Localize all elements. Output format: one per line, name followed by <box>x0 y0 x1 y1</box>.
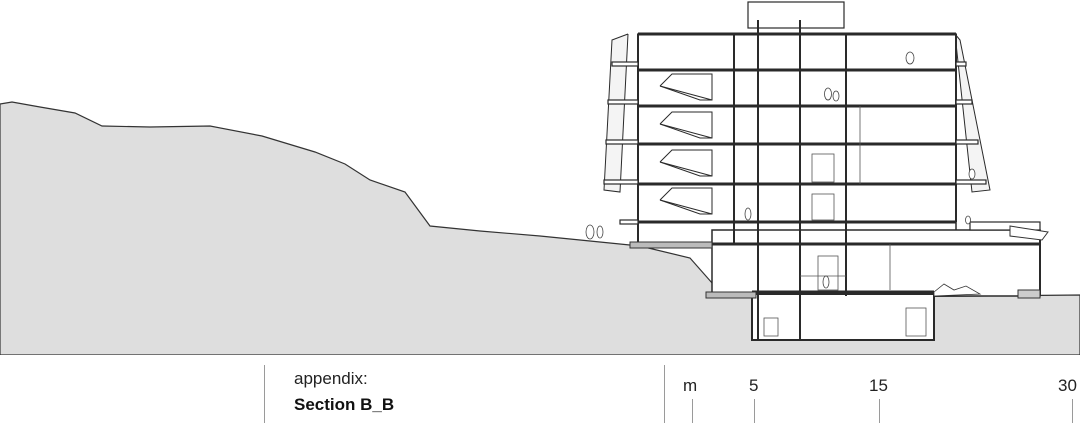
scale-divider-left <box>664 365 665 423</box>
interior-details <box>763 106 927 337</box>
staircase <box>659 73 713 215</box>
basement-lower <box>751 293 935 341</box>
scale-tick-5 <box>754 399 755 423</box>
caption-subtitle: appendix: <box>294 369 368 388</box>
building-body <box>637 33 957 245</box>
basement-upper <box>711 229 1041 297</box>
caption: appendix: Section B_B <box>294 368 394 416</box>
scale-tick-15 <box>879 399 880 423</box>
section-drawing <box>0 1 1080 355</box>
floor-slabs <box>638 32 1040 294</box>
scale-unit-label: m <box>683 376 698 395</box>
penthouse <box>747 1 845 29</box>
canopy <box>1009 225 1049 241</box>
scale-tick-30 <box>1072 399 1073 423</box>
footer: appendix: Section B_B m 5 15 30 <box>0 355 1080 429</box>
building-section <box>585 1 1049 341</box>
balconies-right <box>955 61 1041 231</box>
rubble <box>933 283 982 297</box>
facade-left <box>603 33 629 193</box>
people-figures <box>585 51 976 289</box>
caption-title: Section B_B <box>294 395 395 414</box>
scale-mark-5: 5 <box>749 376 759 395</box>
right-plinth <box>1017 289 1041 299</box>
base-plinth <box>705 291 757 299</box>
balconies-left <box>603 61 639 225</box>
scale-tick-0 <box>692 399 693 423</box>
scale-mark-30: 30 <box>1058 376 1077 395</box>
entry-plinth <box>629 241 713 249</box>
scale-mark-15: 15 <box>869 376 888 395</box>
caption-divider-left <box>264 365 265 423</box>
facade-right <box>954 32 991 193</box>
